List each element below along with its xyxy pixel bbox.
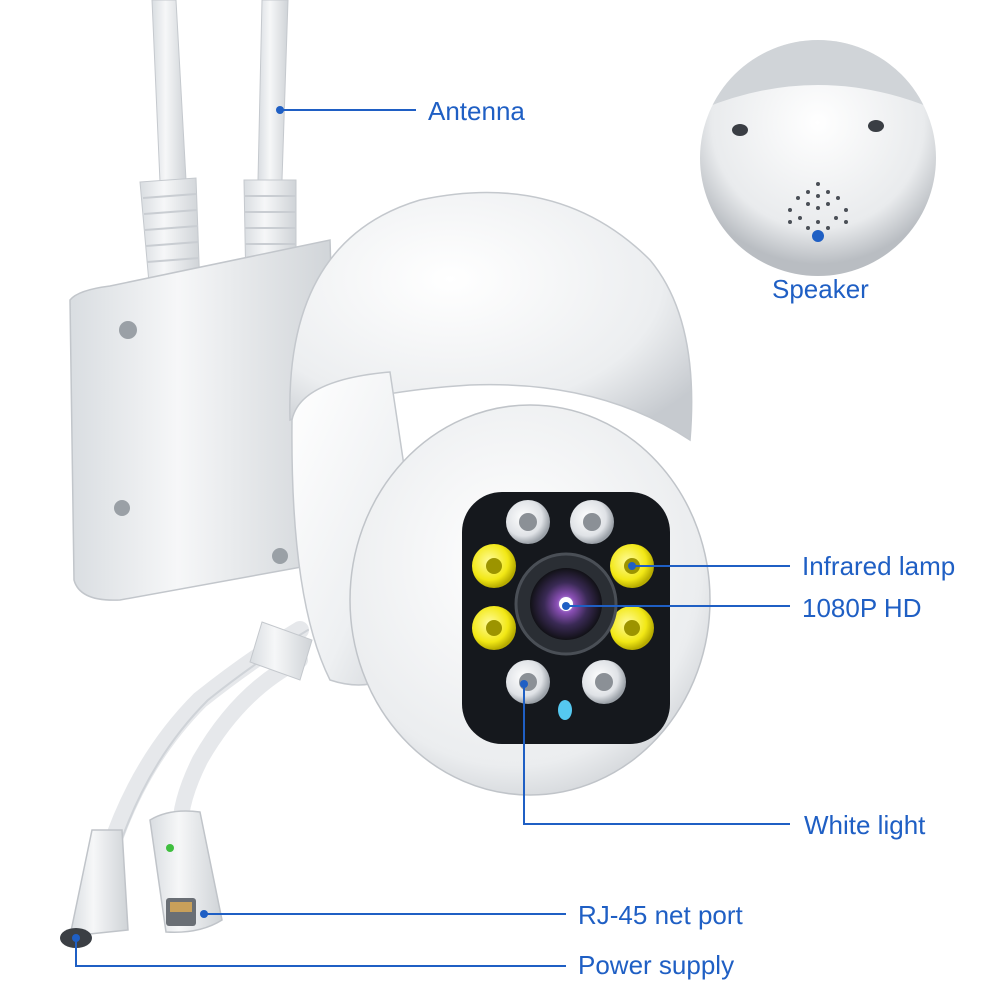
speaker-inset bbox=[700, 40, 936, 276]
power-supply-label: Power supply bbox=[578, 950, 735, 980]
rj45-connector bbox=[149, 810, 223, 933]
white-led bbox=[582, 660, 626, 704]
leader-dots bbox=[72, 106, 824, 942]
mount-screw-icon bbox=[119, 321, 137, 339]
white-led bbox=[506, 660, 550, 704]
antenna-label: Antenna bbox=[428, 96, 525, 126]
white-led bbox=[506, 500, 550, 544]
white-light-label: White light bbox=[804, 810, 926, 840]
mount-screw-icon bbox=[114, 500, 130, 516]
speaker-grille-icon bbox=[788, 182, 848, 230]
white-led bbox=[570, 500, 614, 544]
infrared-led bbox=[472, 606, 516, 650]
mount-screw-icon bbox=[272, 548, 288, 564]
antenna-left bbox=[139, 0, 201, 295]
leader-lines bbox=[75, 109, 790, 967]
hd-label: 1080P HD bbox=[802, 593, 922, 623]
infrared-led bbox=[610, 606, 654, 650]
infrared-led bbox=[472, 544, 516, 588]
rj45-label: RJ-45 net port bbox=[578, 900, 743, 930]
speaker-label: Speaker bbox=[772, 274, 869, 304]
infrared-lamp-label: Infrared lamp bbox=[802, 551, 956, 581]
cable-sleeve bbox=[249, 621, 313, 681]
power-plug bbox=[60, 829, 129, 948]
status-light-icon bbox=[558, 700, 572, 720]
status-led-icon bbox=[166, 844, 174, 852]
antenna-right bbox=[243, 0, 297, 291]
